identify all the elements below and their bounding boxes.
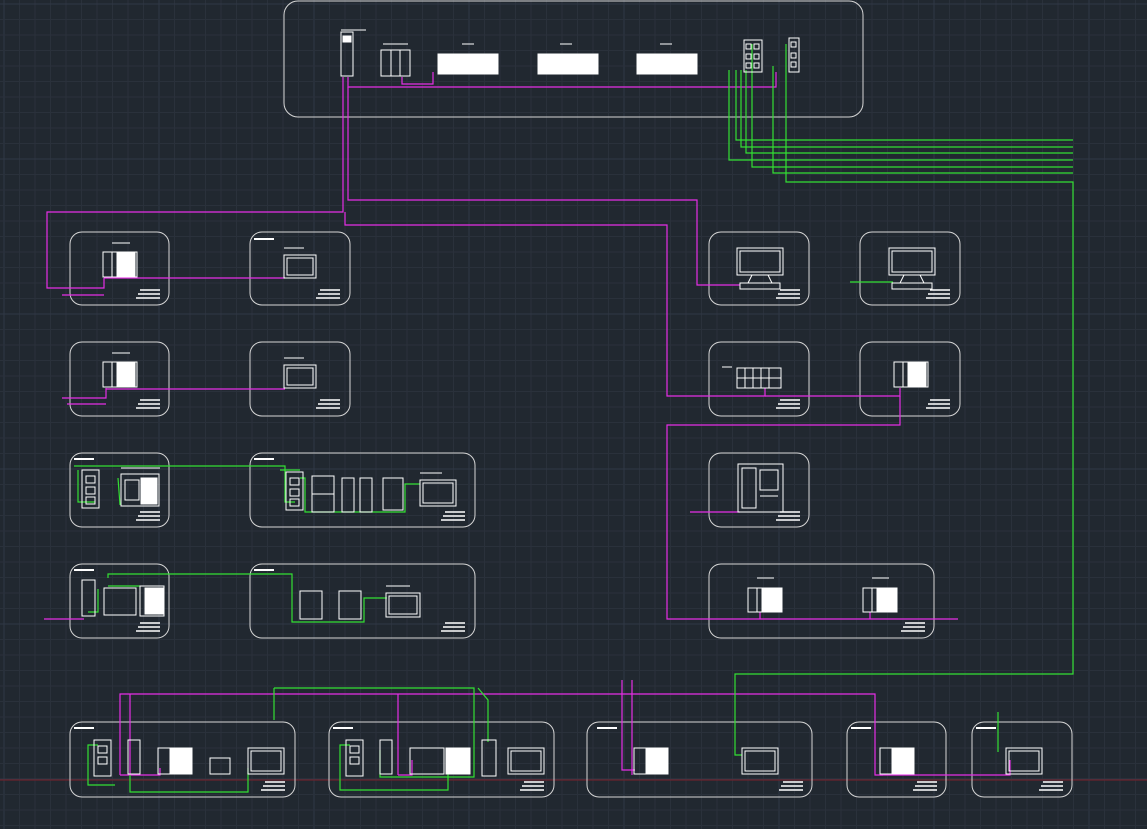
frame-station-11[interactable]	[708, 452, 810, 528]
frame-station-17[interactable]	[586, 721, 813, 798]
hmi-panel-icon-3[interactable]	[419, 472, 457, 507]
frame-station-13[interactable]	[249, 563, 476, 639]
frame-header-tag	[597, 727, 617, 729]
io-card-icon-9[interactable]	[379, 739, 393, 775]
frame-header-tag	[74, 727, 94, 729]
frame-station-4[interactable]	[859, 231, 961, 306]
hmi-panel-icon-8[interactable]	[1005, 747, 1043, 775]
frame-header-labels	[74, 238, 996, 729]
frame-station-5[interactable]	[69, 341, 170, 417]
frame-station-15[interactable]	[69, 721, 296, 798]
frame-station-18[interactable]	[846, 721, 947, 798]
io-rack-icon[interactable]	[380, 43, 411, 77]
hmi-panel-icon-4[interactable]	[385, 585, 421, 618]
frame-station-6[interactable]	[249, 341, 351, 417]
io-card-icon-8[interactable]	[209, 757, 231, 775]
plc-unit-icon-9[interactable]	[633, 747, 669, 775]
frame-header-tag	[254, 238, 274, 240]
frame-header-tag	[74, 569, 94, 571]
frame-station-14[interactable]	[708, 563, 935, 639]
terminal-block-icon-3[interactable]	[636, 43, 698, 75]
io-card-icon-7[interactable]	[127, 739, 141, 775]
cpu-module-icon[interactable]	[340, 29, 366, 77]
frame-station-7[interactable]	[708, 341, 810, 417]
plc-unit-icon-2[interactable]	[102, 352, 138, 388]
remote-io-icon-3[interactable]	[93, 739, 112, 777]
plc-unit-icon-5[interactable]	[747, 577, 783, 613]
remote-io-icon-2[interactable]	[285, 471, 304, 511]
frame-station-12[interactable]	[69, 563, 170, 639]
monitor-icon-1[interactable]	[736, 247, 784, 290]
frame-station-16[interactable]	[328, 721, 555, 798]
hmi-panel-icon-6[interactable]	[507, 747, 545, 775]
io-strip-icon[interactable]	[722, 366, 782, 389]
frame-header-tag	[851, 727, 871, 729]
frame-header-tag	[74, 458, 94, 460]
io-card-icon-2[interactable]	[341, 477, 355, 513]
device-symbols	[81, 29, 1043, 777]
terminal-block-icon-1[interactable]	[437, 43, 499, 75]
terminal-block-icon-2[interactable]	[537, 43, 599, 75]
io-card-icon-1[interactable]	[311, 475, 335, 513]
hmi-panel-icon-5[interactable]	[247, 747, 285, 775]
remote-io-icon-1[interactable]	[81, 469, 100, 509]
io-card-icon-10[interactable]	[481, 739, 497, 777]
io-card-icon-5[interactable]	[299, 590, 323, 620]
frame-main-rack[interactable]	[283, 0, 864, 118]
hmi-panel-icon-1[interactable]	[283, 247, 317, 279]
servo-drive-icon[interactable]	[737, 463, 784, 513]
frame-station-19[interactable]	[971, 721, 1073, 798]
plc-unit-icon-1[interactable]	[102, 242, 138, 278]
io-card-icon-6[interactable]	[338, 590, 362, 620]
station-frames	[69, 0, 1073, 798]
io-card-icon-4[interactable]	[382, 477, 404, 511]
frame-station-3[interactable]	[708, 231, 810, 306]
frame-station-10[interactable]	[249, 452, 476, 528]
plc-unit-icon-6[interactable]	[862, 577, 898, 613]
frame-header-tag	[976, 727, 996, 729]
frame-header-tag	[254, 569, 274, 571]
frame-header-tag	[254, 458, 274, 460]
hmi-panel-icon-2[interactable]	[283, 357, 317, 389]
remote-io-icon-4[interactable]	[345, 739, 364, 777]
label-blocks	[136, 289, 1063, 791]
switch-module-icon[interactable]	[743, 39, 763, 73]
frame-header-tag	[333, 727, 353, 729]
plc-unit-icon-4[interactable]	[81, 579, 165, 617]
frame-station-9[interactable]	[69, 452, 170, 528]
frame-station-1[interactable]	[69, 231, 170, 306]
frame-station-2[interactable]	[249, 231, 351, 306]
io-card-icon-3[interactable]	[359, 477, 373, 513]
plc-unit-icon-8[interactable]	[409, 747, 471, 775]
switch-module-icon-2[interactable]	[788, 37, 800, 73]
magenta-wiring	[44, 72, 1011, 776]
plc-unit-icon-3[interactable]	[893, 361, 929, 388]
control-cabinet-icon[interactable]	[120, 467, 160, 507]
frame-station-8[interactable]	[859, 341, 961, 417]
monitor-icon-2[interactable]	[888, 247, 936, 290]
hmi-panel-icon-7[interactable]	[741, 747, 779, 775]
plc-unit-icon-7[interactable]	[157, 747, 193, 775]
plc-unit-icon-10[interactable]	[879, 747, 915, 775]
green-wiring	[74, 44, 1074, 793]
